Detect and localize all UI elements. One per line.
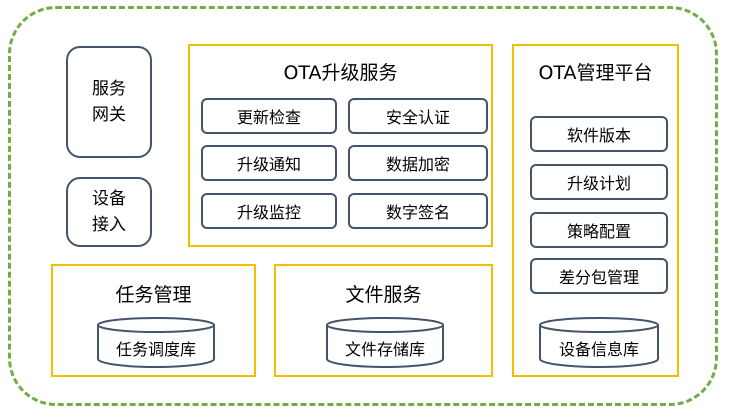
task-management-panel: 任务管理 任务调度库	[51, 264, 256, 377]
software-version-item: 软件版本	[530, 116, 668, 152]
device-access-label-line1: 设备	[92, 189, 126, 209]
upgrade-notify-item: 升级通知	[201, 145, 337, 181]
upgrade-monitor-item: 升级监控	[201, 193, 337, 229]
diff-package-mgmt-item: 差分包管理	[530, 258, 668, 294]
update-check-item: 更新检查	[201, 98, 337, 134]
ota-management-platform-panel: OTA管理平台 软件版本 升级计划 策略配置 差分包管理 设备信息库	[512, 44, 679, 377]
digital-signature-item: 数字签名	[348, 193, 488, 229]
policy-config-item: 策略配置	[530, 212, 668, 248]
system-boundary	[8, 6, 718, 406]
task-schedule-database: 任务调度库	[96, 316, 216, 368]
device-access-label-line2: 接入	[92, 215, 126, 235]
device-info-database-label: 设备信息库	[558, 340, 639, 359]
ota-upgrade-service-title: OTA升级服务	[283, 62, 398, 84]
upgrade-plan-item: 升级计划	[530, 164, 668, 200]
device-info-database: 设备信息库	[538, 316, 660, 368]
device-access-box: 设备 接入	[66, 177, 152, 247]
file-storage-database: 文件存储库	[325, 316, 445, 368]
file-storage-database-label: 文件存储库	[344, 340, 425, 359]
file-service-title: 文件服务	[345, 284, 422, 306]
ota-management-platform-title: OTA管理平台	[538, 62, 653, 84]
service-gateway-box: 服务 网关	[66, 46, 152, 158]
security-auth-item: 安全认证	[348, 98, 488, 134]
task-management-title: 任务管理	[115, 284, 192, 306]
task-schedule-database-label: 任务调度库	[115, 340, 196, 359]
file-service-panel: 文件服务 文件存储库	[274, 264, 493, 377]
service-gateway-label-line2: 网关	[92, 105, 126, 125]
service-gateway-label-line1: 服务	[92, 79, 126, 99]
ota-upgrade-service-panel: OTA升级服务 更新检查 安全认证 升级通知 数据加密 升级监控 数字签名	[188, 44, 493, 247]
data-encryption-item: 数据加密	[348, 145, 488, 181]
